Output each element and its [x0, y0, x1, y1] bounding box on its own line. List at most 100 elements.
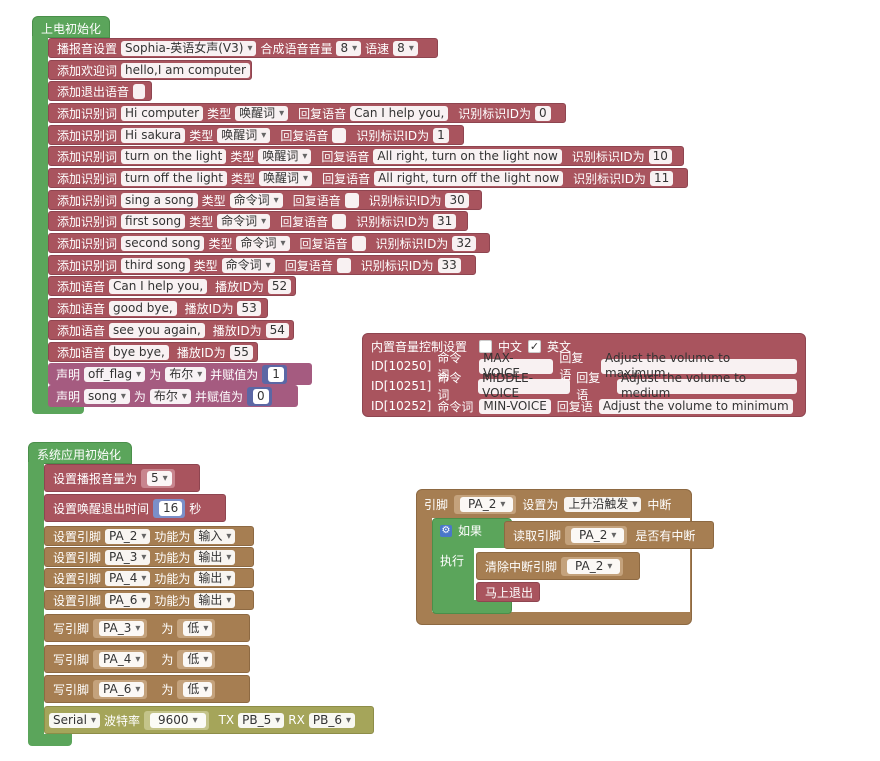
number-input-block[interactable]: 0: [246, 386, 272, 406]
recog-type-dropdown[interactable]: 命令词: [229, 192, 283, 208]
id-field[interactable]: 10: [648, 148, 672, 164]
pin-dropdown[interactable]: PA_3: [99, 620, 145, 636]
wake-exit-field[interactable]: 16: [159, 500, 183, 516]
reply-field[interactable]: [344, 192, 359, 208]
pin-dropdown[interactable]: PA_4: [99, 651, 145, 667]
recog-word-field[interactable]: turn on the light: [121, 148, 227, 164]
recog-row[interactable]: 添加识别词 Hi computer 类型 唤醒词 回复语音 Can I help…: [48, 103, 566, 123]
exit-voice-field[interactable]: [133, 83, 145, 99]
recog-type-dropdown[interactable]: 唤醒词: [235, 105, 289, 121]
recog-row[interactable]: 添加识别词 third song 类型 命令词 回复语音 识别标识ID为 33: [48, 255, 476, 275]
reply-field[interactable]: [332, 213, 347, 229]
voice-row[interactable]: 添加语音 bye bye, 播放ID为 55: [48, 342, 258, 362]
welcome-text-field[interactable]: hello,I am computer: [121, 62, 250, 78]
pin-dropdown[interactable]: PA_2: [567, 558, 621, 574]
voice-text-field[interactable]: see you again,: [109, 322, 205, 338]
command-field[interactable]: MIDDLE-VOICE: [478, 371, 571, 400]
voice-row[interactable]: 添加语音 see you again, 播放ID为 54: [48, 320, 294, 340]
pin-dropdown[interactable]: PA_4: [105, 570, 151, 586]
reply-field[interactable]: Can I help you,: [350, 105, 449, 121]
reply-field[interactable]: All right, turn off the light now: [374, 170, 564, 186]
pin-func-dropdown[interactable]: 输入: [194, 528, 236, 544]
recog-type-dropdown[interactable]: 命令词: [236, 235, 290, 251]
serial-port-dropdown[interactable]: Serial: [49, 712, 100, 728]
reply-field[interactable]: All right, turn on the light now: [373, 148, 562, 164]
recog-type-dropdown[interactable]: 命令词: [217, 213, 271, 229]
pin-mode-block[interactable]: 设置引脚 PA_2 功能为 输入: [44, 526, 254, 546]
level-dropdown[interactable]: 低: [183, 620, 213, 636]
recog-word-field[interactable]: Hi sakura: [121, 127, 186, 143]
welcome-word-block[interactable]: 添加欢迎词 hello,I am computer: [48, 60, 252, 80]
recog-type-dropdown[interactable]: 唤醒词: [217, 127, 271, 143]
voice-text-field[interactable]: bye bye,: [109, 344, 169, 360]
voice-text-field[interactable]: Can I help you,: [109, 278, 208, 294]
var-name-dropdown[interactable]: song▾: [84, 388, 130, 404]
var-name-dropdown[interactable]: off_flag▾: [84, 366, 146, 382]
wake-exit-time-block[interactable]: 设置唤醒退出时间 16 秒: [44, 494, 226, 522]
pin-dropdown[interactable]: PA_3: [105, 549, 151, 565]
volume-dropdown[interactable]: 8: [336, 40, 362, 56]
pin-func-dropdown[interactable]: 输出: [194, 549, 236, 565]
voice-row[interactable]: 添加语音 good bye, 播放ID为 53: [48, 298, 268, 318]
pin-mode-block[interactable]: 设置引脚 PA_4 功能为 输出: [44, 568, 254, 588]
recog-word-field[interactable]: first song: [121, 213, 186, 229]
write-pin-block[interactable]: 写引脚 PA_4 为 低: [44, 645, 250, 673]
pin-dropdown[interactable]: PA_2: [105, 528, 151, 544]
pin-dropdown[interactable]: PA_2: [571, 527, 625, 543]
tts-volume-dropdown[interactable]: 5: [147, 470, 172, 486]
id-field[interactable]: 11: [649, 170, 674, 186]
recog-row[interactable]: 添加识别词 turn on the light 类型 唤醒词 回复语音 All …: [48, 146, 684, 166]
speed-dropdown[interactable]: 8: [393, 40, 418, 56]
tx-dropdown[interactable]: PB_5: [238, 712, 285, 728]
rx-dropdown[interactable]: PB_6: [308, 712, 355, 728]
tts-volume-block[interactable]: 设置播报音量为 5: [44, 464, 200, 492]
exit-now-block[interactable]: 马上退出: [476, 582, 540, 602]
recog-type-dropdown[interactable]: 命令词: [221, 257, 275, 273]
pin-func-dropdown[interactable]: 输出: [194, 570, 236, 586]
pin-dropdown[interactable]: PA_6: [99, 681, 145, 697]
reply-field[interactable]: [351, 235, 366, 251]
play-id-field[interactable]: 55: [229, 344, 253, 360]
declare-var-block[interactable]: 声明 song▾ 为 布尔 并赋值为 0: [48, 385, 298, 407]
power-on-init-hat[interactable]: 上电初始化: [32, 16, 110, 38]
builtin-volume-block[interactable]: 内置音量控制设置 中文 ✓ 英文 ID[10250] 命令词 MAX-VOICE…: [362, 333, 806, 417]
trigger-mode-dropdown[interactable]: 上升沿触发: [564, 496, 642, 512]
id-field[interactable]: 1: [433, 127, 449, 143]
gear-icon[interactable]: ⚙: [440, 524, 452, 537]
recog-word-field[interactable]: second song: [121, 235, 205, 251]
tts-settings-block[interactable]: 播报音设置 Sophia-英语女声(V3) 合成语音音量 8 语速 8: [48, 38, 438, 58]
command-field[interactable]: MIN-VOICE: [479, 398, 551, 414]
level-dropdown[interactable]: 低: [183, 681, 213, 697]
voice-row[interactable]: 添加语音 Can I help you, 播放ID为 52: [48, 276, 296, 296]
pin-dropdown[interactable]: PA_2: [460, 496, 514, 512]
recog-word-field[interactable]: third song: [121, 257, 190, 273]
recog-row[interactable]: 添加识别词 first song 类型 命令词 回复语音 识别标识ID为 31: [48, 211, 468, 231]
id-field[interactable]: 32: [452, 235, 476, 251]
pin-mode-block[interactable]: 设置引脚 PA_6 功能为 输出: [44, 590, 254, 610]
system-init-hat[interactable]: 系统应用初始化: [28, 442, 132, 464]
play-id-field[interactable]: 54: [265, 322, 289, 338]
pin-dropdown[interactable]: PA_6: [105, 592, 151, 608]
recog-type-dropdown[interactable]: 唤醒词: [259, 170, 313, 186]
pin-mode-block[interactable]: 设置引脚 PA_3 功能为 输出: [44, 547, 254, 567]
var-type-dropdown[interactable]: 布尔: [165, 366, 207, 382]
write-pin-block[interactable]: 写引脚 PA_6 为 低: [44, 675, 250, 703]
clear-interrupt-block[interactable]: 清除中断引脚 PA_2: [476, 552, 640, 580]
serial-setup-block[interactable]: Serial 波特率 9600 TX PB_5 RX PB_6: [44, 706, 374, 734]
id-field[interactable]: 31: [432, 213, 457, 229]
voice-text-field[interactable]: good bye,: [109, 300, 177, 316]
voice-dropdown[interactable]: Sophia-英语女声(V3): [121, 40, 257, 56]
recog-row[interactable]: 添加识别词 turn off the light 类型 唤醒词 回复语音 All…: [48, 168, 688, 188]
cn-checkbox[interactable]: [479, 339, 493, 353]
read-pin-block[interactable]: 读取引脚 PA_2 是否有中断: [504, 521, 714, 549]
declare-var-block[interactable]: 声明 off_flag▾ 为 布尔 并赋值为 1: [48, 363, 312, 385]
recog-row[interactable]: 添加识别词 second song 类型 命令词 回复语音 识别标识ID为 32: [48, 233, 490, 253]
reply-field[interactable]: Adjust the volume to minimum: [598, 398, 793, 414]
baud-dropdown[interactable]: 9600: [150, 712, 206, 728]
recog-word-field[interactable]: Hi computer: [121, 105, 204, 121]
recog-row[interactable]: 添加识别词 Hi sakura 类型 唤醒词 回复语音 识别标识ID为 1: [48, 125, 464, 145]
var-type-dropdown[interactable]: 布尔: [149, 388, 191, 404]
write-pin-block[interactable]: 写引脚 PA_3 为 低: [44, 614, 250, 642]
en-checkbox[interactable]: ✓: [528, 339, 542, 353]
recog-word-field[interactable]: turn off the light: [121, 170, 227, 186]
